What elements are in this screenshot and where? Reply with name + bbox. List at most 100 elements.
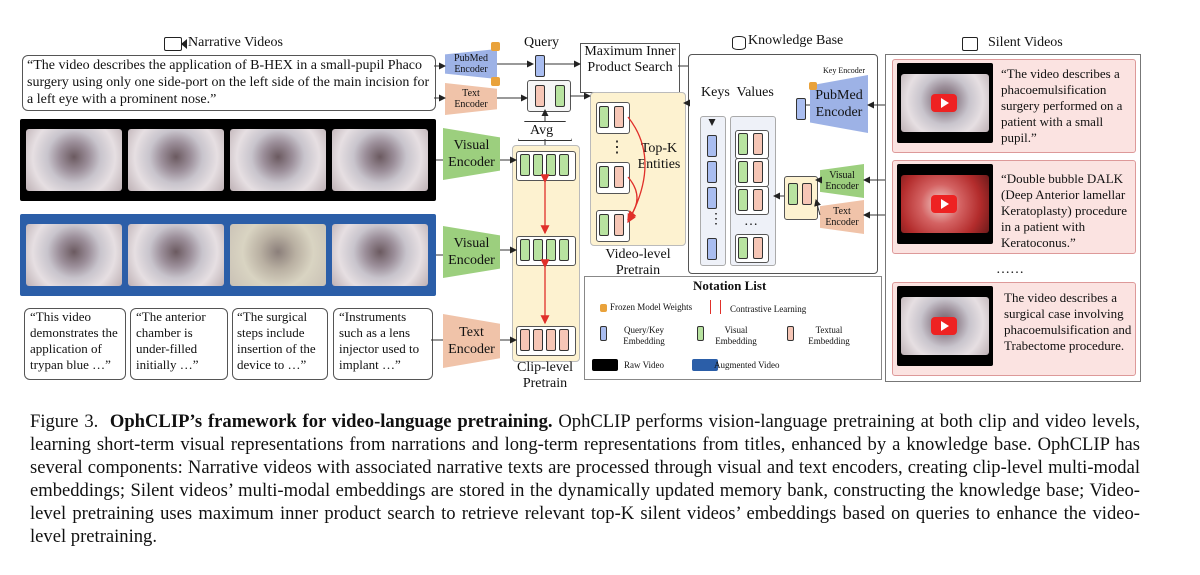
visual-encoder-augmented: Visual Encoder xyxy=(443,226,500,278)
narrative-videos-title: Narrative Videos xyxy=(188,35,283,50)
video-level-label: Video-level Pretrain xyxy=(605,247,671,278)
snippet-box xyxy=(232,308,328,380)
lock-icon xyxy=(491,77,500,86)
text-encoder-bottom-label: Text Encoder xyxy=(448,325,495,357)
snippet-text: “The surgical steps include insertion of… xyxy=(237,309,316,372)
visual-embedding xyxy=(788,183,798,205)
database-icon xyxy=(732,36,746,50)
text-encoder-top: Text Encoder xyxy=(445,83,497,115)
visual-embedding xyxy=(599,214,609,236)
notation-contrastive: Contrastive Learning xyxy=(730,304,807,314)
text-embedding xyxy=(753,161,763,183)
entity-dots: ⋮ xyxy=(609,139,625,156)
text-embedding xyxy=(559,329,569,351)
visual-embedding xyxy=(738,133,748,155)
text-embedding xyxy=(535,85,545,107)
silent-ellipsis: …… xyxy=(996,262,1024,277)
figure-caption: Figure 3. OphCLIP’s framework for video-… xyxy=(30,410,1140,548)
text-encoder-kb: Text Encoder xyxy=(820,200,864,234)
text-embedding xyxy=(753,237,763,259)
silent-videos-title: Silent Videos xyxy=(988,35,1063,50)
notation-panel xyxy=(584,276,882,380)
values-dots: … xyxy=(744,214,758,229)
avg-label: Avg xyxy=(530,123,554,138)
silent-quote: “The video describes a phacoemulsificati… xyxy=(1001,66,1123,145)
silent-videos-panel xyxy=(885,54,1141,382)
key-embedding xyxy=(707,187,717,209)
notation-visual: Visual Embedding xyxy=(715,325,757,346)
key-encoder-label: Key Encoder xyxy=(823,66,865,75)
video-frame xyxy=(230,224,326,286)
visual-swatch xyxy=(697,326,704,341)
video-frame xyxy=(26,129,122,191)
video-frame xyxy=(128,129,224,191)
keys-dots: ⋮ xyxy=(709,212,723,227)
pubmed-encoder-top-label: PubMed Encoder xyxy=(454,53,488,75)
topk-label: Top-K Entities xyxy=(637,141,681,172)
visual-embedding xyxy=(533,154,543,176)
video-camera-lens-icon xyxy=(181,39,187,49)
video-frame xyxy=(26,224,122,286)
visual-embedding xyxy=(559,239,569,261)
visual-encoder-raw: Visual Encoder xyxy=(443,128,500,180)
pubmed-encoder-kb: PubMed Encoder xyxy=(810,75,868,133)
visual-embedding xyxy=(520,239,530,261)
video-frame xyxy=(332,129,428,191)
play-icon xyxy=(931,195,957,213)
caption-body: OphCLIP performs vision-language pretrai… xyxy=(30,411,1141,547)
notation-textual: Textual Embedding xyxy=(808,325,850,346)
notation-frozen: Frozen Model Weights xyxy=(610,302,693,312)
key-embedding xyxy=(796,98,806,120)
snippet-box xyxy=(333,308,433,380)
lock-icon xyxy=(600,304,607,312)
video-frame xyxy=(128,224,224,286)
visual-embedding xyxy=(559,154,569,176)
play-icon xyxy=(931,94,957,112)
text-embedding xyxy=(533,329,543,351)
connector-lines xyxy=(431,60,885,344)
visual-embedding xyxy=(738,237,748,259)
notation-query-key: Query/Key Embedding xyxy=(623,325,665,346)
video-frame xyxy=(230,129,326,191)
visual-embedding xyxy=(599,166,609,188)
text-embedding xyxy=(614,166,624,188)
pubmed-encoder-kb-label: PubMed Encoder xyxy=(815,88,863,120)
text-embedding xyxy=(520,329,530,351)
play-icon xyxy=(931,317,957,335)
text-embedding xyxy=(802,183,812,205)
lock-icon xyxy=(809,82,817,90)
raw-video-swatch xyxy=(592,359,618,371)
knowledge-base-title: Knowledge Base xyxy=(748,33,844,48)
contrastive-icon xyxy=(710,300,721,314)
visual-encoder-raw-label: Visual Encoder xyxy=(448,138,495,170)
silent-quote: “Double bubble DALK (Deep Anterior lamel… xyxy=(1001,171,1127,250)
query-embedding xyxy=(535,55,545,77)
text-embedding xyxy=(614,214,624,236)
notation-augmented: Augmented Video xyxy=(714,360,780,370)
key-embedding xyxy=(707,161,717,183)
text-embedding xyxy=(546,329,556,351)
query-key-swatch xyxy=(600,326,607,341)
notation-raw: Raw Video xyxy=(624,360,665,370)
text-encoder-top-label: Text Encoder xyxy=(454,88,488,110)
visual-embedding xyxy=(555,85,565,107)
textual-swatch xyxy=(787,326,794,341)
visual-encoder-kb: Visual Encoder xyxy=(820,164,864,198)
augmented-video-swatch xyxy=(692,359,718,371)
query-label: Query xyxy=(524,35,559,50)
visual-embedding xyxy=(546,239,556,261)
caption-figure-number: Figure 3. xyxy=(30,411,99,432)
snippet-text: “This video demonstrates the application… xyxy=(30,309,118,372)
visual-encoder-kb-label: Visual Encoder xyxy=(825,170,859,192)
snippet-text: “Instruments such as a lens injector use… xyxy=(339,309,420,372)
snippet-text: “The anterior chamber is under-filled in… xyxy=(136,309,206,372)
video-frame xyxy=(332,224,428,286)
key-embedding xyxy=(707,135,717,157)
visual-embedding xyxy=(738,189,748,211)
text-encoder-bottom: Text Encoder xyxy=(443,314,500,368)
notation-title: Notation List xyxy=(693,278,767,293)
text-encoder-kb-label: Text Encoder xyxy=(825,206,859,228)
mips-box xyxy=(580,43,680,93)
narrative-quote-box xyxy=(22,55,436,111)
visual-embedding xyxy=(520,154,530,176)
